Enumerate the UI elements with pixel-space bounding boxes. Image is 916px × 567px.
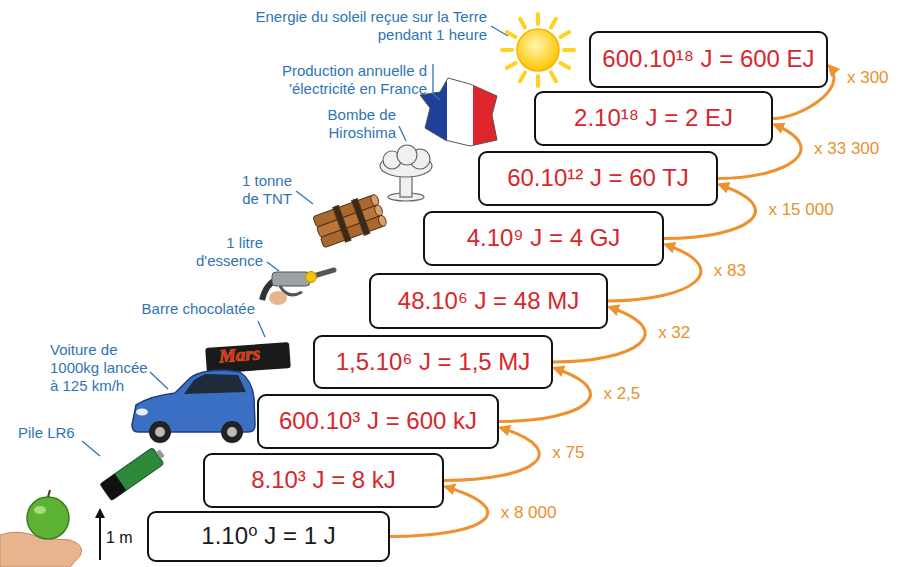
callout-label: 1 tonne de TNT (230, 172, 292, 208)
callout-label: Production annuelle d 'électricité en Fr… (262, 62, 427, 98)
brand-logo: Mars (218, 343, 261, 368)
tnt-bundle (312, 192, 388, 250)
apple-highlight (34, 506, 46, 514)
leader-line (150, 372, 168, 389)
callout-label: 1 m (106, 528, 133, 547)
car-wheel (149, 421, 171, 443)
fuel-nozzle (262, 270, 334, 305)
energy-box: 60.10¹² J = 60 TJ (478, 151, 718, 206)
energy-value: 48.10⁶ J = 48 MJ (398, 288, 579, 314)
factor-label: x 32 (655, 323, 693, 343)
chocolate-bar (205, 342, 291, 374)
stick-end (373, 204, 383, 217)
energy-value: 600.10³ J = 600 kJ (279, 408, 477, 434)
callout-label: Pile LR6 (18, 424, 75, 442)
france-outline (420, 78, 497, 146)
height-arrow (99, 516, 101, 560)
energy-box: 600.10¹⁸ J = 600 EJ (589, 31, 828, 88)
sun-ray (520, 19, 525, 28)
hand (269, 291, 287, 305)
callout-label: Energie du soleil reçue sur la Terre pen… (252, 8, 487, 44)
stick-end (377, 214, 387, 227)
sun-ray (551, 19, 556, 28)
sun-ray (561, 32, 570, 37)
sun-ray (536, 76, 540, 86)
factor-label: x 8 000 (498, 503, 560, 523)
mushroom-cloud (380, 145, 432, 201)
cloud-puff (397, 145, 417, 165)
sun-icon (502, 14, 574, 86)
factor-label: x 33 300 (811, 139, 882, 159)
energy-value: 60.10¹² J = 60 TJ (507, 165, 689, 191)
nozzle-body (272, 272, 310, 286)
car-hub (227, 427, 237, 437)
car-icon (132, 370, 255, 443)
sun-ray (520, 73, 525, 82)
energy-box: 8.10³ J = 8 kJ (203, 453, 444, 508)
energy-value: 600.10¹⁸ J = 600 EJ (602, 46, 814, 72)
apple-stem (48, 490, 50, 497)
sun-ray (551, 73, 556, 82)
factor-label: x 15 000 (765, 200, 836, 220)
sun-disc (517, 29, 559, 71)
energy-value: 1,5.10⁶ J = 1,5 MJ (336, 349, 531, 375)
callout-label: Barre chocolatée (142, 300, 255, 318)
factor-label: x 75 (549, 443, 587, 463)
energy-box: 600.10³ J = 600 kJ (257, 394, 499, 449)
sun-ray (561, 63, 570, 68)
energy-box: 48.10⁶ J = 48 MJ (369, 273, 608, 329)
car-headlight (136, 409, 148, 416)
dynamite-stick (320, 216, 384, 248)
bundle-strap (333, 205, 351, 242)
leader-line (399, 126, 406, 141)
leader-line (296, 191, 313, 204)
stick-end (370, 194, 380, 207)
sun-ray (507, 63, 516, 68)
energy-box: 1,5.10⁶ J = 1,5 MJ (313, 335, 553, 389)
sun-ray (507, 32, 516, 37)
factor-label: x 83 (711, 261, 749, 281)
apple (27, 497, 69, 539)
car-wheel (221, 421, 243, 443)
apple-in-hand (0, 490, 82, 567)
energy-value: 1.10⁰ J = 1 J (201, 523, 335, 549)
leader-line (491, 26, 508, 36)
flag-white (447, 76, 473, 148)
battery-icon (100, 445, 168, 501)
france-map (418, 76, 501, 148)
sun-ray (502, 48, 512, 52)
car-hub (155, 427, 165, 437)
battery-band (100, 474, 126, 501)
leader-line (82, 441, 100, 456)
energy-value: 8.10³ J = 8 kJ (251, 467, 396, 493)
sun-ray (564, 48, 574, 52)
sun-ray (536, 14, 540, 24)
leader-line (433, 64, 440, 100)
factor-label: x 300 (844, 68, 892, 88)
battery-terminal (156, 450, 165, 459)
height-arrowhead (95, 508, 105, 518)
energy-value: 2.10¹⁸ J = 2 EJ (574, 105, 733, 131)
bar-wrapper (205, 342, 291, 374)
car-window (184, 374, 246, 394)
energy-value: 4.10⁹ J = 4 GJ (467, 225, 621, 251)
energy-box: 1.10⁰ J = 1 J (147, 511, 390, 562)
callout-label: Voiture de 1000kg lancée à 125 km/h (50, 341, 154, 395)
leader-line (267, 262, 279, 271)
nozzle-ring (306, 272, 317, 283)
callout-label: 1 litre d'essence (183, 234, 263, 270)
energy-box: 4.10⁹ J = 4 GJ (423, 211, 664, 266)
energy-box: 2.10¹⁸ J = 2 EJ (534, 91, 773, 146)
battery-body (100, 447, 164, 500)
factor-label: x 2,5 (600, 384, 643, 404)
callout-label: Bombe de Hiroshima (311, 106, 396, 142)
bundle-strap (352, 199, 370, 236)
leader-line (258, 321, 265, 337)
